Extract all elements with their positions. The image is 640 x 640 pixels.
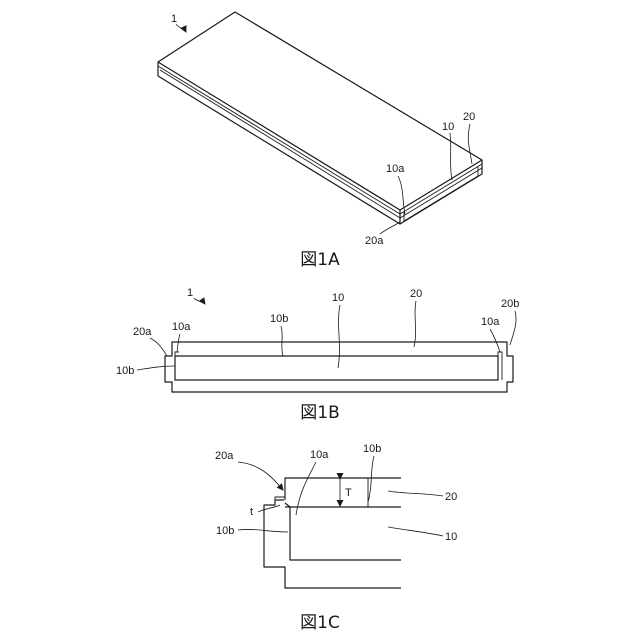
label-1b-frame-edge-left: 20a xyxy=(133,326,152,338)
leader-1b-plate-edge-left xyxy=(177,334,180,352)
label-1c-thickness-frame: T xyxy=(345,487,352,499)
leader-1a-frame-edge xyxy=(380,222,400,234)
leader-1a-assembly xyxy=(176,24,186,32)
label-1c-plate-face-side: 10b xyxy=(216,525,234,537)
label-1c-frame-edge: 20a xyxy=(215,450,234,462)
leader-1b-plate xyxy=(338,305,340,368)
leader-1b-plate-face-top xyxy=(281,326,283,356)
figure-1c: T t 20a 10a 10b 20 10 10b 図1C xyxy=(215,443,457,633)
dimension-t-uppercase: T xyxy=(340,479,352,506)
label-1a-plate-edge: 10a xyxy=(386,163,405,175)
figure-1a: 1 20 10 10a 20a 図1A xyxy=(158,12,482,270)
caption-fig-1a: 図1A xyxy=(300,250,340,270)
isometric-plate-drawing xyxy=(158,12,482,224)
leader-1b-plate-face-side xyxy=(137,366,175,370)
label-1b-assembly: 1 xyxy=(187,287,193,299)
leader-1b-assembly xyxy=(194,298,205,304)
label-1c-frame: 20 xyxy=(445,491,457,503)
leader-1b-plate-edge-right xyxy=(490,329,500,352)
label-1a-frame-edge: 20a xyxy=(365,235,384,247)
leader-1a-frame xyxy=(468,124,472,164)
label-1c-plate-face-top: 10b xyxy=(363,443,381,455)
leader-1c-thickness-gap xyxy=(258,505,280,512)
leader-1c-plate-face-side xyxy=(238,529,288,532)
label-1b-frame-edge-right: 20b xyxy=(501,298,519,310)
label-1a-assembly: 1 xyxy=(171,13,177,25)
label-1a-plate: 10 xyxy=(442,121,454,133)
leader-1b-frame xyxy=(414,301,416,347)
leader-1a-plate xyxy=(450,133,452,180)
label-1c-plate-edge: 10a xyxy=(310,449,329,461)
label-1c-plate: 10 xyxy=(445,531,457,543)
label-1a-frame: 20 xyxy=(463,111,475,123)
label-1c-thickness-gap: t xyxy=(250,506,253,518)
label-1b-plate-face-top: 10b xyxy=(270,313,288,325)
leader-1a-plate-edge xyxy=(398,176,405,214)
label-1b-frame: 20 xyxy=(410,288,422,300)
leader-1c-plate-face-top xyxy=(368,456,374,502)
label-1b-plate-edge-left: 10a xyxy=(172,321,191,333)
label-1b-plate-face-side: 10b xyxy=(116,365,134,377)
edge-detail-drawing xyxy=(264,478,401,588)
figure-1b: 1 10 20 10b 10a 20a 10b 10a 20b 図1B xyxy=(116,287,519,423)
label-1b-plate: 10 xyxy=(332,292,344,304)
caption-fig-1b: 図1B xyxy=(300,403,339,423)
leader-1b-frame-edge-right xyxy=(510,311,516,345)
leader-1c-frame-edge xyxy=(238,462,283,490)
leader-1c-frame xyxy=(388,491,443,496)
caption-fig-1c: 図1C xyxy=(300,613,340,633)
label-1b-plate-edge-right: 10a xyxy=(481,316,500,328)
leader-1b-frame-edge-left xyxy=(150,338,167,356)
leader-1c-plate xyxy=(388,527,443,536)
